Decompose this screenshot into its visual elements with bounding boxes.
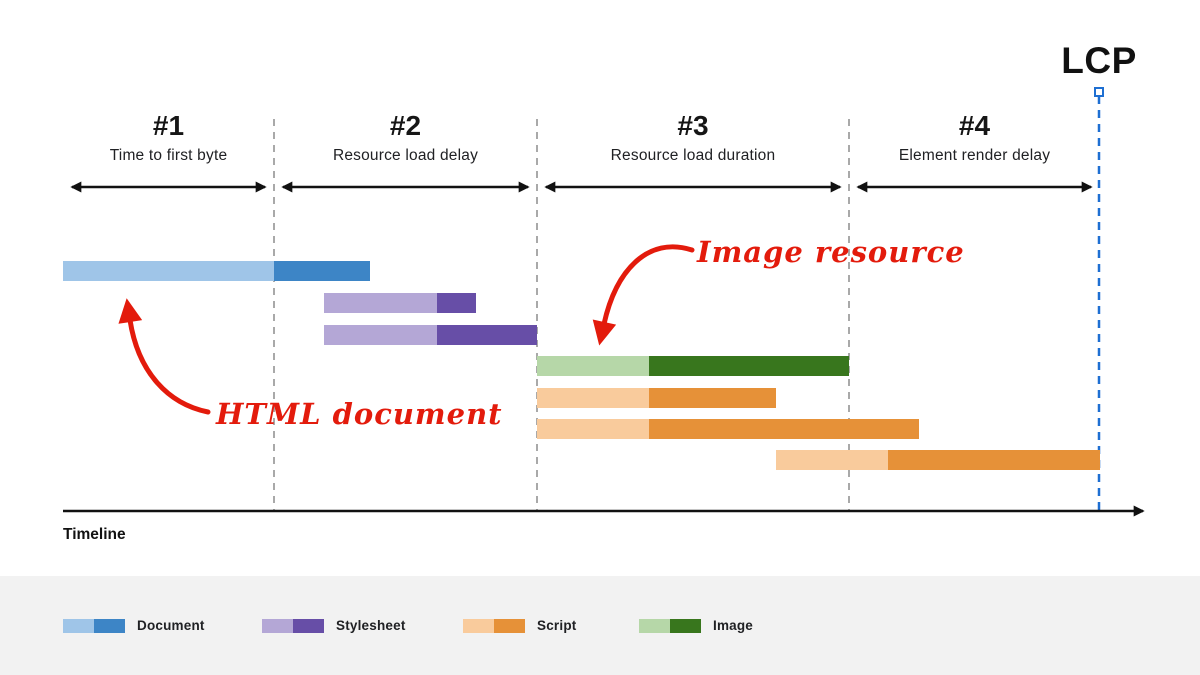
swatch-light-half xyxy=(639,618,670,633)
image-bar xyxy=(537,356,849,376)
stylesheet-bar xyxy=(324,293,476,313)
stylesheet-bar-light-segment xyxy=(324,293,437,313)
phase-description: Resource load duration xyxy=(610,146,776,164)
document-bar-light-segment xyxy=(63,261,274,281)
stylesheet-bar xyxy=(324,325,537,345)
phase-number: #4 xyxy=(958,110,991,141)
stylesheet-bar-dark-segment xyxy=(437,325,537,345)
document-bar-dark-segment xyxy=(274,261,370,281)
legend-item-label: Stylesheet xyxy=(336,618,406,633)
script-bar-light-segment xyxy=(776,450,888,470)
phase-number: #3 xyxy=(677,110,709,141)
legend-item-stylesheet: Stylesheet xyxy=(262,618,406,633)
legend-item-label: Script xyxy=(537,618,577,633)
swatch-light-half xyxy=(463,618,494,633)
swatch-light-half xyxy=(63,618,94,633)
script-bar xyxy=(776,450,1100,470)
swatch-dark-half xyxy=(494,618,525,633)
swatch-light-half xyxy=(262,618,293,633)
image-bar-light-segment xyxy=(537,356,649,376)
legend-item-image: Image xyxy=(639,618,753,633)
phase-description: Time to first byte xyxy=(109,146,228,164)
stylesheet-bar-dark-segment xyxy=(437,293,476,313)
document-swatch xyxy=(63,618,125,633)
lcp-label: LCP xyxy=(1061,40,1137,81)
phase-description: Resource load delay xyxy=(332,146,479,164)
image-bar-dark-segment xyxy=(649,356,849,376)
swatch-dark-half xyxy=(670,618,701,633)
legend-strip xyxy=(0,576,1200,675)
legend-item-label: Document xyxy=(137,618,205,633)
script-bar-dark-segment xyxy=(888,450,1100,470)
phase-number: #1 xyxy=(152,110,185,141)
phase-description: Element render delay xyxy=(898,146,1051,164)
legend-item-label: Image xyxy=(713,618,754,633)
script-bar-dark-segment xyxy=(649,419,919,439)
script-bar-light-segment xyxy=(537,388,649,408)
stylesheet-bar-light-segment xyxy=(324,325,437,345)
timeline-axis-label: Timeline xyxy=(63,526,126,543)
script-swatch xyxy=(463,618,525,633)
script-bar xyxy=(537,419,919,439)
stylesheet-swatch xyxy=(262,618,324,633)
swatch-dark-half xyxy=(293,618,324,633)
image-swatch xyxy=(639,618,701,633)
annotation-text-1: HTML document xyxy=(216,397,503,431)
script-bar-dark-segment xyxy=(649,388,776,408)
document-bar xyxy=(63,261,370,281)
swatch-dark-half xyxy=(94,618,125,633)
script-bar-light-segment xyxy=(537,419,649,439)
annotation-text-2: Image resource xyxy=(697,235,965,269)
phase-number: #2 xyxy=(389,110,422,141)
legend-item-script: Script xyxy=(463,618,576,633)
script-bar xyxy=(537,388,776,408)
legend-item-document: Document xyxy=(63,618,205,633)
